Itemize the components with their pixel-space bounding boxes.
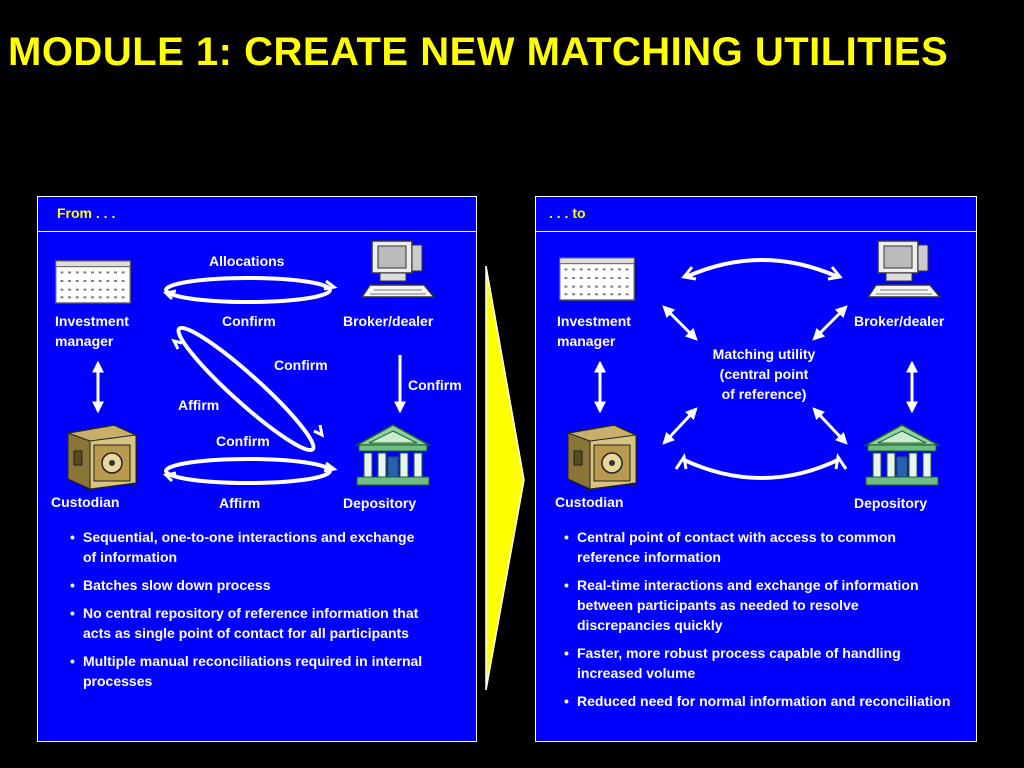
to-flow-arrows (594, 258, 918, 480)
page-title: MODULE 1: CREATE NEW MATCHING UTILITIES (8, 30, 949, 74)
affirm-diagonal-arrowhead (171, 338, 183, 350)
investment-manager-label: Investment manager (557, 313, 631, 349)
allocation-arrowhead (323, 279, 338, 291)
custodian-label: Custodian (51, 494, 120, 510)
list-item: Batches slow down process (70, 575, 430, 595)
affirm-bottom-arrowhead (162, 471, 177, 483)
confirm-bottom-label: Confirm (216, 433, 270, 449)
from-flow-arrows (92, 276, 406, 485)
custodian-label: Custodian (555, 494, 624, 510)
matching-utility-label: Matching utility (central point of refer… (712, 346, 816, 402)
depository-label: Depository (343, 495, 417, 511)
affirm-diagonal-label: Affirm (178, 397, 220, 413)
confirm-affirm-bottom-loop (164, 457, 332, 485)
confirm-diagonal-label: Confirm (274, 357, 328, 373)
allocations-label: Allocations (209, 253, 285, 269)
confirm-diagonal-arrowhead (313, 424, 325, 438)
broker-dealer-label: Broker/dealer (854, 313, 945, 329)
confirm-affirm-diagonal-loop (176, 325, 316, 453)
bottom-arc-arrowhead-right (834, 453, 848, 470)
confirm-right-label: Confirm (408, 377, 462, 393)
depository-utility-arrow (812, 407, 848, 445)
list-item: Sequential, one-to-one interactions and … (70, 527, 430, 567)
broker-utility-arrow (812, 305, 848, 341)
list-item: Real-time interactions and exchange of i… (564, 575, 954, 635)
from-panel-header: From . . . (57, 205, 116, 221)
top-arc (685, 258, 839, 279)
to-panel-header: . . . to (549, 205, 586, 221)
panel-divider (536, 231, 976, 232)
investment-utility-arrow (662, 305, 698, 341)
transition-arrow (485, 265, 525, 691)
bottom-arc-arrowhead-left (674, 453, 688, 470)
allocation-confirm-loop (164, 276, 332, 304)
to-panel: . . . to Investment manager Broker/deale… (535, 196, 977, 742)
panel-divider (38, 231, 476, 232)
list-item: Multiple manual reconciliations required… (70, 651, 430, 691)
top-arc-arrowhead-left (681, 266, 697, 281)
list-item: No central repository of reference infor… (70, 603, 430, 643)
list-item: Faster, more robust process capable of h… (564, 643, 954, 683)
confirm-top-label: Confirm (222, 313, 276, 329)
depository-label: Depository (854, 495, 928, 511)
from-bullet-list: Sequential, one-to-one interactions and … (70, 527, 430, 699)
list-item: Reduced need for normal information and … (564, 691, 954, 711)
confirm-bottom-arrowhead (323, 461, 338, 473)
list-item: Central point of contact with access to … (564, 527, 954, 567)
to-bullet-list: Central point of contact with access to … (564, 527, 954, 719)
bottom-arc (681, 457, 841, 480)
from-panel: From . . . Investment manager Broker/dea… (37, 196, 477, 742)
confirm-top-arrowhead (162, 289, 177, 301)
broker-dealer-label: Broker/dealer (343, 313, 434, 329)
top-arc-arrowhead-right (827, 266, 843, 281)
affirm-bottom-label: Affirm (219, 495, 261, 511)
investment-manager-label: Investment manager (55, 313, 129, 349)
custodian-utility-arrow (662, 407, 698, 445)
